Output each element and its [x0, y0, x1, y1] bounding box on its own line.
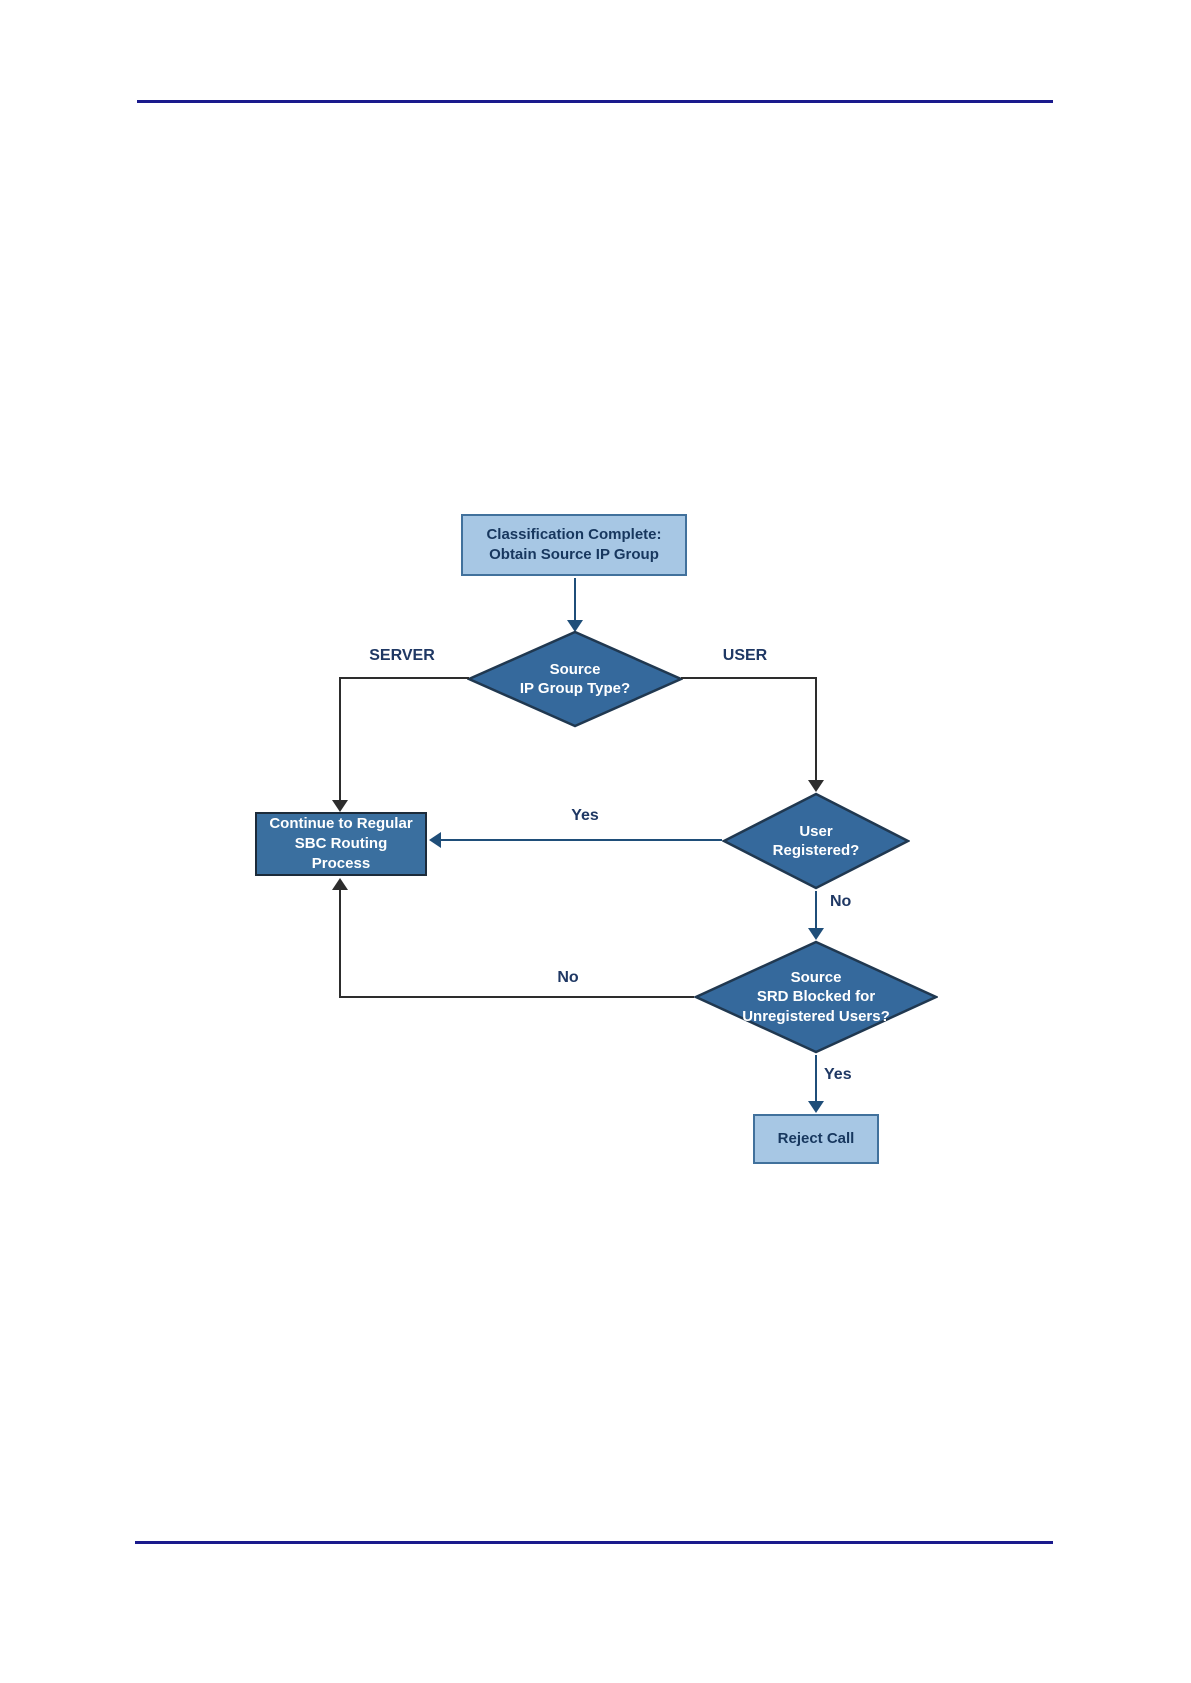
- arrowhead-start-to-ip-type: [567, 620, 583, 632]
- connector-user-horizontal: [681, 677, 817, 679]
- yes-label-user-registered: Yes: [571, 807, 599, 824]
- arrowhead-user-to-registered: [808, 780, 824, 792]
- connector-user-vertical: [815, 677, 817, 781]
- connector-blocked-no-horizontal: [340, 996, 694, 998]
- footer-rule: [135, 1541, 1053, 1544]
- user-branch-label: USER: [722, 647, 768, 664]
- decision-srd-blocked: Source SRD Blocked for Unregistered User…: [694, 940, 938, 1054]
- diamond-shape: [722, 792, 910, 890]
- server-branch-label: SERVER: [369, 647, 435, 664]
- decision-text: Source SRD Blocked for Unregistered User…: [742, 968, 890, 1025]
- start-node: Classification Complete: Obtain Source I…: [461, 514, 687, 576]
- decision-source-ip-group-type: Source IP Group Type?: [467, 630, 683, 728]
- arrowhead-blocked-no-to-continue: [332, 878, 348, 890]
- connector-blocked-yes: [815, 1055, 817, 1101]
- decision-user-registered: User Registered?: [722, 792, 910, 890]
- connector-server-vertical: [339, 677, 341, 802]
- arrowhead-server-to-continue: [332, 800, 348, 812]
- no-label-srd-blocked: No: [557, 969, 579, 986]
- decision-text: Source IP Group Type?: [519, 660, 631, 698]
- continue-routing-node: Continue to Regular SBC Routing Process: [255, 812, 427, 876]
- connector-blocked-no-vertical: [339, 888, 341, 998]
- no-label-user-registered: No: [830, 893, 852, 910]
- arrowhead-yes-to-continue: [429, 832, 441, 848]
- arrowhead-blocked-yes: [808, 1101, 824, 1113]
- connector-yes-to-continue: [441, 839, 722, 841]
- yes-label-srd-blocked: Yes: [824, 1066, 852, 1083]
- decision-text: User Registered?: [772, 822, 860, 860]
- header-rule: [137, 100, 1053, 103]
- diamond-shape: [694, 940, 938, 1054]
- diamond-shape: [467, 630, 683, 728]
- connector-server-horizontal: [340, 677, 469, 679]
- connector-registered-no: [815, 891, 817, 929]
- connector-start-to-ip-type: [574, 578, 576, 620]
- reject-call-node: Reject Call: [753, 1114, 879, 1164]
- arrowhead-registered-no: [808, 928, 824, 940]
